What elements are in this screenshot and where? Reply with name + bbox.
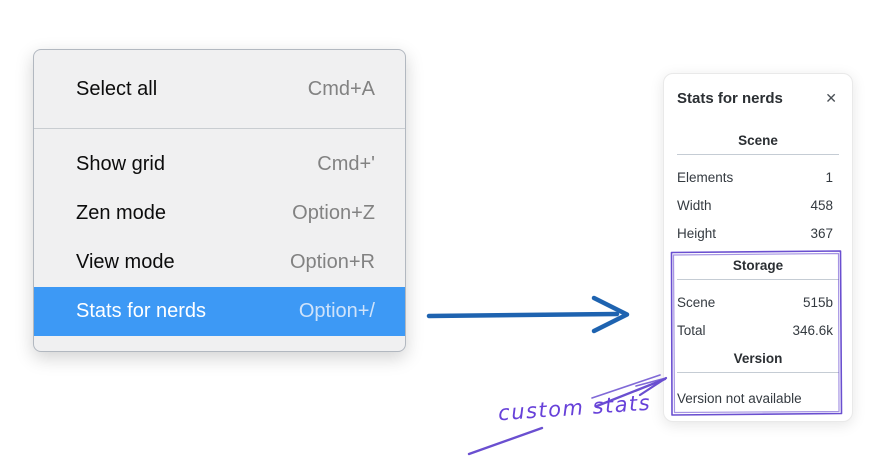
menu-item-shortcut: Option+/ bbox=[298, 300, 375, 322]
version-note: Version not available bbox=[677, 390, 802, 406]
menu-item-view-mode[interactable]: View mode Option+R bbox=[34, 238, 405, 287]
menu-item-label: Select all bbox=[76, 78, 158, 100]
menu-group-top: Select all Cmd+A bbox=[34, 50, 405, 128]
stat-label: Height bbox=[677, 225, 717, 241]
section-header-version: Version bbox=[733, 351, 783, 366]
stat-row-scene-storage: Scene 515b bbox=[677, 288, 839, 316]
stat-row-total-storage: Total 346.6k bbox=[677, 316, 839, 344]
menu-group-bottom: Show grid Cmd+' Zen mode Option+Z View m… bbox=[34, 129, 405, 351]
stats-panel-title: Stats for nerds bbox=[677, 89, 783, 107]
section-header-storage: Storage bbox=[732, 258, 784, 273]
stat-row-width: Width 458 bbox=[677, 191, 839, 219]
context-menu: Select all Cmd+A Show grid Cmd+' Zen mod… bbox=[33, 49, 406, 352]
section-divider bbox=[677, 154, 839, 155]
menu-divider bbox=[34, 128, 405, 129]
annotation-custom-stats: custom stats bbox=[497, 390, 652, 426]
menu-item-shortcut: Cmd+' bbox=[317, 153, 375, 175]
section-divider bbox=[677, 372, 839, 373]
stat-row-elements: Elements 1 bbox=[677, 163, 839, 191]
stat-value: 367 bbox=[810, 225, 833, 241]
section-divider bbox=[677, 279, 839, 280]
menu-item-zen-mode[interactable]: Zen mode Option+Z bbox=[34, 189, 405, 238]
close-icon[interactable]: ✕ bbox=[825, 90, 837, 106]
stat-value: 1 bbox=[825, 169, 833, 185]
menu-item-shortcut: Option+R bbox=[289, 251, 375, 273]
menu-item-shortcut: Cmd+A bbox=[307, 78, 375, 100]
menu-item-label: Stats for nerds bbox=[76, 300, 207, 322]
stat-label: Elements bbox=[677, 169, 734, 185]
menu-item-label: View mode bbox=[76, 251, 175, 273]
menu-item-label: Show grid bbox=[76, 153, 165, 175]
stat-row-height: Height 367 bbox=[677, 219, 839, 247]
stat-value: 346.6k bbox=[792, 322, 833, 338]
menu-item-shortcut: Option+Z bbox=[292, 202, 375, 224]
menu-item-select-all[interactable]: Select all Cmd+A bbox=[34, 65, 405, 114]
menu-item-show-grid[interactable]: Show grid Cmd+' bbox=[34, 140, 405, 189]
stats-panel-header: Stats for nerds ✕ bbox=[677, 84, 839, 112]
stat-value: 515b bbox=[802, 294, 833, 310]
section-header-scene: Scene bbox=[738, 133, 778, 148]
stat-value: 458 bbox=[810, 197, 833, 213]
stat-label: Scene bbox=[677, 294, 716, 310]
menu-item-stats-for-nerds[interactable]: Stats for nerds Option+/ bbox=[34, 287, 405, 336]
stats-panel: Stats for nerds ✕ Scene Elements 1 Width… bbox=[663, 73, 853, 422]
flow-arrow-icon bbox=[426, 295, 630, 334]
stat-label: Total bbox=[677, 322, 706, 338]
menu-item-label: Zen mode bbox=[76, 202, 167, 224]
stat-label: Width bbox=[677, 197, 712, 213]
